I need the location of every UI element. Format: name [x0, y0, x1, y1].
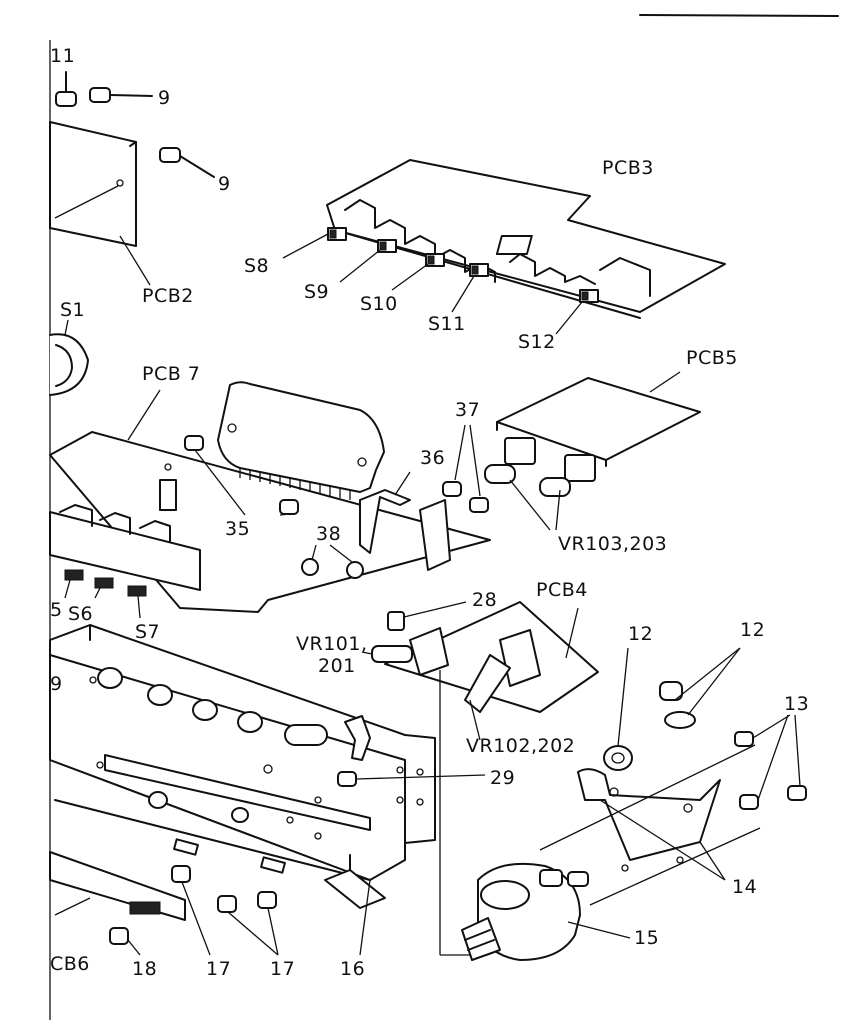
- label-s9: S9: [304, 281, 329, 303]
- label-vr102-202: VR102,202: [466, 735, 575, 757]
- knobs-12: [603, 647, 741, 771]
- pcb2-board: [49, 121, 151, 286]
- label-s1: S1: [60, 299, 85, 321]
- label-9-lower: 9: [218, 173, 231, 195]
- pcb6-board: [49, 851, 186, 921]
- pcb4-board: [361, 601, 599, 741]
- label-pcb2: PCB2: [142, 285, 194, 307]
- label-36: 36: [420, 447, 445, 469]
- nuts-38: [301, 544, 364, 579]
- screws-17: [171, 865, 279, 956]
- switch-s8: [282, 227, 347, 259]
- label-15: 15: [634, 927, 659, 949]
- label-17-left: 17: [206, 958, 231, 980]
- label-17-right: 17: [270, 958, 295, 980]
- knob-s1: [49, 319, 89, 396]
- pcb5-board: [484, 371, 701, 531]
- label-29: 29: [490, 767, 515, 789]
- label-18: 18: [132, 958, 157, 980]
- label-37: 37: [455, 399, 480, 421]
- label-12-left: 12: [628, 623, 653, 645]
- label-vr103-203: VR103,203: [558, 533, 667, 555]
- label-11: 11: [50, 45, 75, 67]
- label-16: 16: [340, 958, 365, 980]
- screw-18: [109, 927, 141, 956]
- label-12-right: 12: [740, 619, 765, 641]
- label-s10: S10: [360, 293, 398, 315]
- switch-s12: [555, 289, 599, 335]
- chassis-frame: [49, 624, 436, 909]
- label-14: 14: [732, 876, 757, 898]
- label-vr201: 201: [318, 655, 356, 677]
- screw-9-upper: [89, 87, 153, 103]
- motor-15: [461, 862, 631, 961]
- label-13: 13: [784, 693, 809, 715]
- switch-s11: [451, 263, 489, 313]
- screws-37: [442, 424, 489, 513]
- label-s6: S6: [68, 603, 93, 625]
- label-38: 38: [316, 523, 341, 545]
- label-s8: S8: [244, 255, 269, 277]
- label-9-upper: 9: [158, 87, 171, 109]
- switch-bank-s5-s7: [49, 504, 201, 619]
- switch-s9: [339, 239, 397, 283]
- screw-28: [387, 601, 467, 631]
- label-28: 28: [472, 589, 497, 611]
- header-rule: [639, 14, 839, 17]
- label-s12: S12: [518, 331, 556, 353]
- label-35: 35: [225, 518, 250, 540]
- pcb7-board: [49, 381, 491, 613]
- label-pcb4: PCB4: [536, 579, 588, 601]
- switch-s10: [391, 253, 445, 291]
- bracket-14: [577, 768, 726, 881]
- screws-13: [734, 714, 807, 810]
- label-s7: S7: [135, 621, 160, 643]
- guide-line: [589, 827, 761, 906]
- label-cb6: CB6: [50, 953, 90, 975]
- label-s5: 5: [50, 599, 63, 621]
- label-pcb7: PCB 7: [142, 363, 200, 385]
- leader-16: [359, 879, 371, 956]
- label-pcb3: PCB3: [602, 157, 654, 179]
- label-pcb5: PCB5: [686, 347, 738, 369]
- label-9-left: 9: [50, 673, 63, 695]
- guide-line-2: [539, 744, 756, 851]
- screw-29: [337, 771, 486, 787]
- screw-9-lower: [159, 147, 215, 178]
- screws-35: [184, 435, 299, 516]
- label-vr101: VR101,: [296, 633, 368, 655]
- label-s11: S11: [428, 313, 466, 335]
- screw-11: [55, 71, 77, 107]
